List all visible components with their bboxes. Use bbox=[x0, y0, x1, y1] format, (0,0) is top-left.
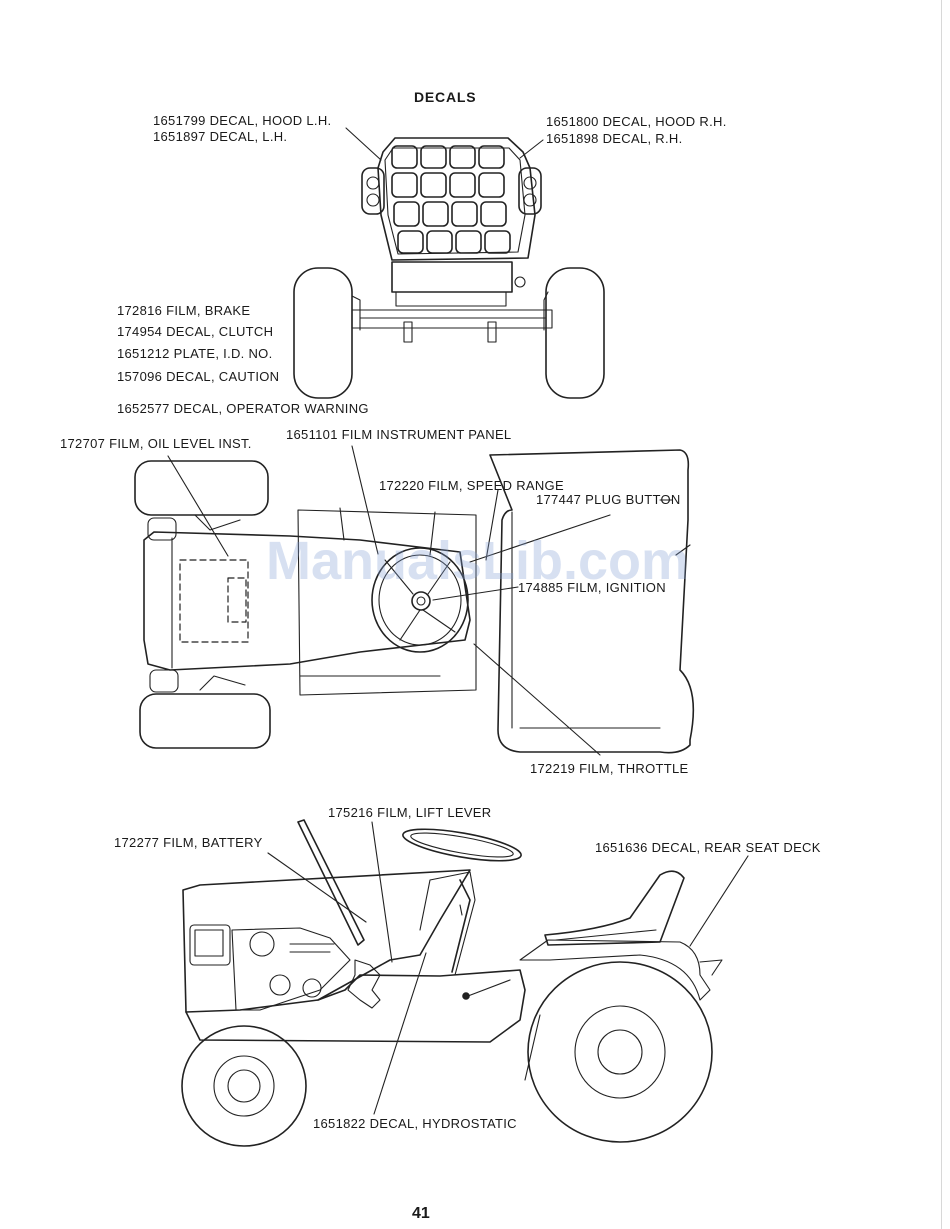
label-lift-lever: 175216 FILM, LIFT LEVER bbox=[328, 805, 492, 820]
watermark: ManualsLib.com bbox=[266, 531, 690, 591]
label-throttle: 172219 FILM, THROTTLE bbox=[530, 761, 689, 776]
side-view-tractor bbox=[181, 819, 749, 1147]
label-instrument-panel: 1651101 FILM INSTRUMENT PANEL bbox=[286, 427, 512, 442]
label-speed-range: 172220 FILM, SPEED RANGE bbox=[379, 478, 564, 493]
label-brake: 172816 FILM, BRAKE bbox=[117, 303, 251, 318]
top-view-tractor bbox=[134, 445, 695, 756]
label-hydrostatic: 1651822 DECAL, HYDROSTATIC bbox=[313, 1116, 517, 1131]
label-decal-lh: 1651897 DECAL, L.H. bbox=[153, 129, 288, 144]
label-ignition: 174885 FILM, IGNITION bbox=[518, 580, 666, 595]
label-operator-warning: 1652577 DECAL, OPERATOR WARNING bbox=[117, 401, 369, 416]
page-number: 41 bbox=[412, 1205, 430, 1222]
label-battery: 172277 FILM, BATTERY bbox=[114, 835, 263, 850]
front-view-tractor bbox=[293, 127, 605, 399]
label-id-plate: 1651212 PLATE, I.D. NO. bbox=[117, 346, 273, 361]
label-hood-rh: 1651800 DECAL, HOOD R.H. bbox=[546, 114, 727, 129]
label-decal-rh: 1651898 DECAL, R.H. bbox=[546, 131, 683, 146]
label-oil-level: 172707 FILM, OIL LEVEL INST. bbox=[60, 436, 252, 451]
label-plug-button: 177447 PLUG BUTTON bbox=[536, 492, 681, 507]
label-rear-seat-deck: 1651636 DECAL, REAR SEAT DECK bbox=[595, 840, 821, 855]
label-hood-lh: 1651799 DECAL, HOOD L.H. bbox=[153, 113, 332, 128]
page-edge bbox=[941, 0, 942, 1229]
label-clutch: 174954 DECAL, CLUTCH bbox=[117, 324, 274, 339]
label-caution: 157096 DECAL, CAUTION bbox=[117, 369, 280, 384]
page-title: DECALS bbox=[414, 89, 477, 105]
